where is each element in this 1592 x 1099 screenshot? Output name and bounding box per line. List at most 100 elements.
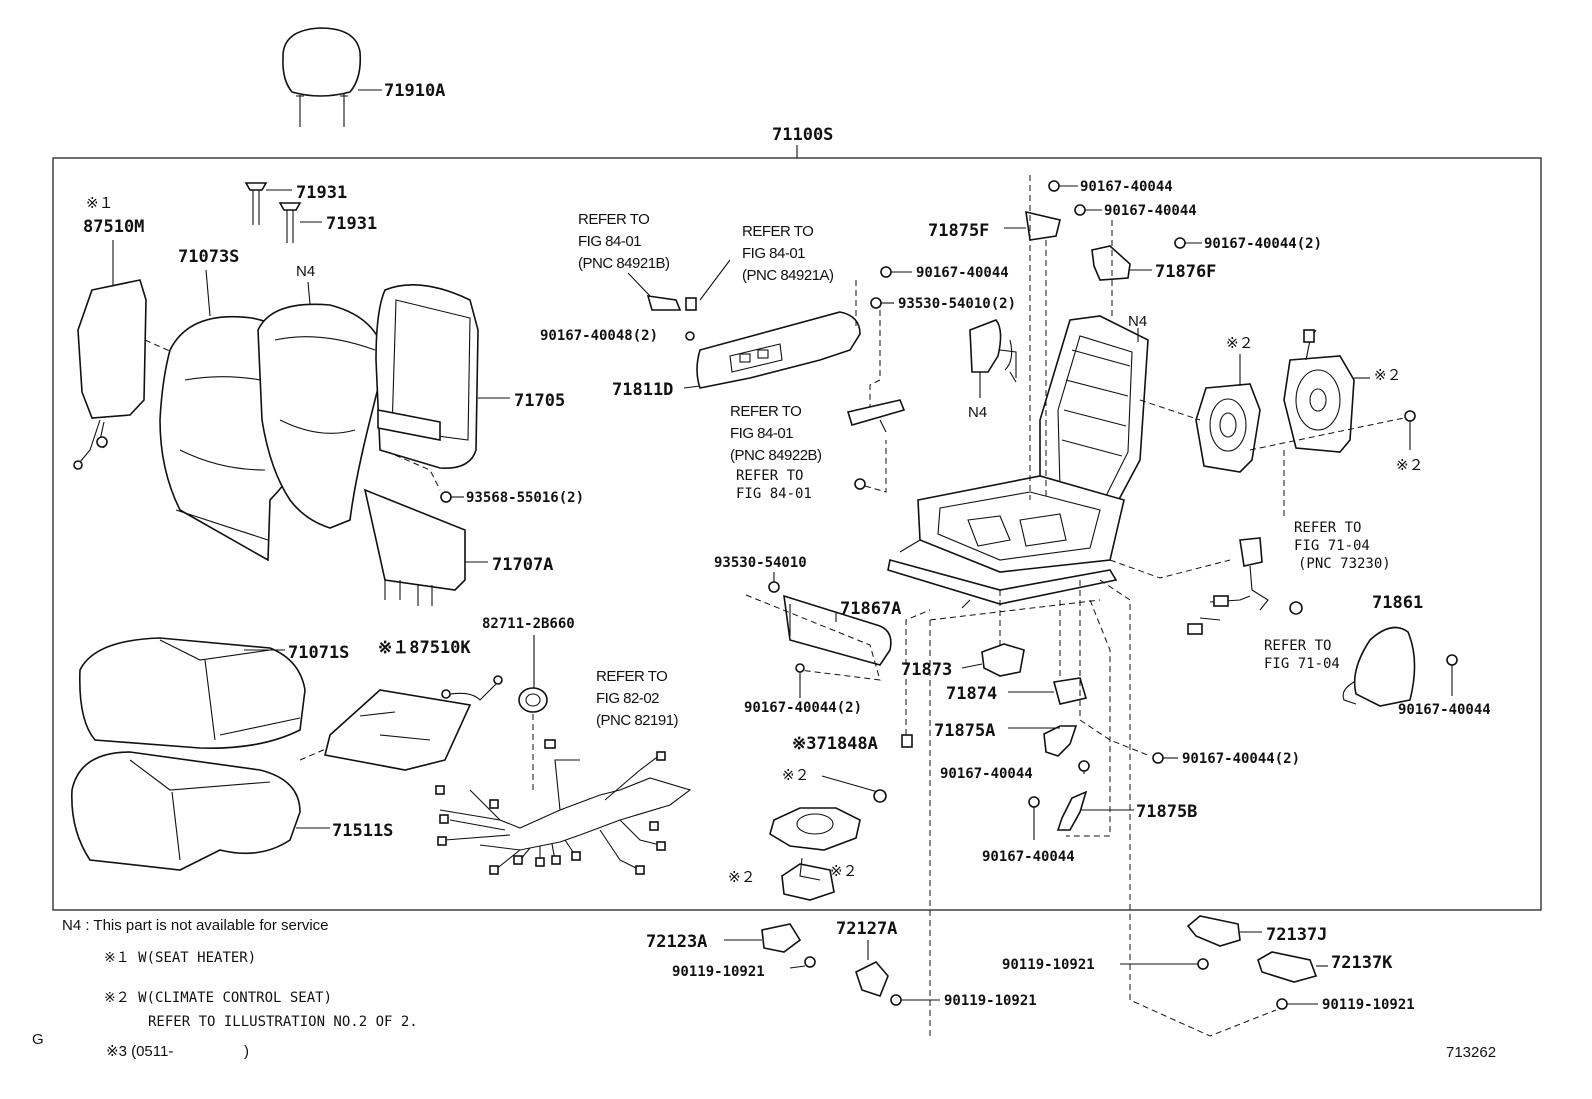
label-screw-93530[interactable]: 93530-54010 <box>714 555 807 571</box>
heater-cushion-drawing <box>324 675 503 771</box>
label-heater-cushion[interactable]: ※１87510K <box>378 638 471 658</box>
label-heater-back[interactable]: 87510M <box>83 217 144 237</box>
label-cover-71875b[interactable]: 71875B <box>1136 802 1197 822</box>
label-screw-93530-2[interactable]: 93530-54010(2) <box>898 296 1016 312</box>
svg-text:FIG 84-01: FIG 84-01 <box>730 425 793 442</box>
label-screw-top-1[interactable]: 90167-40044 <box>1080 179 1173 195</box>
ref-fig7104-pnc[interactable]: REFER TO FIG 71-04 (PNC 73230) <box>1294 520 1391 572</box>
heater-back-drawing <box>73 279 147 470</box>
label-screw-bottom[interactable]: 90167-40044 <box>982 849 1075 865</box>
cushion-pad-drawing <box>71 751 301 871</box>
seat-frame-drawing <box>887 315 1149 609</box>
label-mark2-blower-2[interactable]: ※２ <box>1374 367 1402 384</box>
ref-fig8202[interactable]: REFER TO FIG 82-02 (PNC 82191) <box>596 668 679 729</box>
note-1: ※１ W(SEAT HEATER) <box>104 950 256 966</box>
svg-text:(PNC 73230): (PNC 73230) <box>1298 556 1391 572</box>
note-3-prefix: ※3 (0511- <box>106 1043 173 1060</box>
wire-harness-drawing <box>435 739 692 875</box>
label-assembly[interactable]: 71100S <box>772 125 833 145</box>
sensor-drawing <box>518 687 548 713</box>
svg-text:REFER TO: REFER TO <box>1294 520 1361 536</box>
label-screw-buckle[interactable]: 90167-40044 <box>1398 702 1491 718</box>
note-2-line1: ※２ W(CLIMATE CONTROL SEAT) <box>104 990 332 1006</box>
blower-1-drawing <box>1195 383 1261 473</box>
svg-text:(PNC 84922B): (PNC 84922B) <box>730 447 822 464</box>
label-cover-71873[interactable]: 71873 <box>901 660 952 680</box>
ref-fig8401-a[interactable]: REFER TO FIG 84-01 (PNC 84921A) <box>742 223 835 284</box>
label-back-pad-n4[interactable]: N4 <box>296 263 315 280</box>
svg-text:(PNC 82191): (PNC 82191) <box>596 712 679 729</box>
guide-drawings <box>244 182 302 243</box>
svg-text:REFER TO: REFER TO <box>742 223 813 240</box>
back-pad-drawing <box>257 303 386 529</box>
label-screw-top-2[interactable]: 90167-40044 <box>1104 203 1197 219</box>
svg-text:REFER TO: REFER TO <box>736 468 803 484</box>
label-cover-72123a[interactable]: 72123A <box>646 932 707 952</box>
svg-text:REFER TO: REFER TO <box>1264 638 1331 654</box>
label-frame-n4[interactable]: N4 <box>1128 313 1147 330</box>
label-mark2-screw[interactable]: ※２ <box>1396 457 1424 474</box>
label-back-board[interactable]: 71707A <box>492 555 553 575</box>
ref-fig8401-b[interactable]: REFER TO FIG 84-01 (PNC 84921B) <box>578 211 671 272</box>
label-cover-71876f[interactable]: 71876F <box>1155 262 1216 282</box>
label-clip-1[interactable]: 90119-10921 <box>672 964 765 980</box>
fan-drawing <box>769 807 861 901</box>
cover-72127a-drawing <box>855 961 889 997</box>
label-cushion-cover[interactable]: 71071S <box>288 643 349 663</box>
cover-71873-drawing <box>981 643 1025 677</box>
label-mark2-fan-top[interactable]: ※２ <box>782 767 810 784</box>
label-back-frame-board[interactable]: 71705 <box>514 391 565 411</box>
cover-71876f-drawing <box>1091 245 1131 281</box>
back-frame-board-drawing <box>375 284 479 469</box>
svg-text:(PNC 84921A): (PNC 84921A) <box>742 267 834 284</box>
label-clip-mark3[interactable]: ※371848A <box>792 734 878 754</box>
label-buckle-cover[interactable]: 71861 <box>1372 593 1423 613</box>
label-mark2-blower-1[interactable]: ※２ <box>1226 335 1254 352</box>
label-sensor[interactable]: 82711-2B660 <box>482 616 575 632</box>
front-cover-drawing <box>783 594 892 666</box>
svg-text:REFER TO: REFER TO <box>578 211 649 228</box>
label-cover-72137j[interactable]: 72137J <box>1266 925 1327 945</box>
blower-2-drawing <box>1283 329 1355 453</box>
ref-fig8401-922b[interactable]: REFER TO FIG 84-01 (PNC 84922B) <box>730 403 823 464</box>
label-heater-mark[interactable]: ※１ <box>86 195 114 212</box>
label-screw-90167-2-lower[interactable]: 90167-40044(2) <box>744 700 862 716</box>
label-clip-2[interactable]: 90119-10921 <box>944 993 1037 1009</box>
label-headrest[interactable]: 71910A <box>384 81 445 101</box>
svg-text:FIG 71-04: FIG 71-04 <box>1264 656 1340 672</box>
label-screw-mid-2[interactable]: 90167-40044(2) <box>1182 751 1300 767</box>
label-screw-top-4[interactable]: 90167-40044 <box>916 265 1009 281</box>
label-guide-1[interactable]: 71931 <box>296 183 347 203</box>
label-guide-2[interactable]: 71931 <box>326 214 377 234</box>
label-screw-top-3[interactable]: 90167-40044(2) <box>1204 236 1322 252</box>
label-clip-4[interactable]: 90119-10921 <box>1322 997 1415 1013</box>
label-back-cover[interactable]: 71073S <box>178 247 239 267</box>
buckle-cover-drawing <box>1342 626 1416 707</box>
figure-number: 713262 <box>1446 1044 1496 1061</box>
label-cover-72137k[interactable]: 72137K <box>1331 953 1393 973</box>
label-cover-71875f[interactable]: 71875F <box>928 221 989 241</box>
corner-mark: G <box>32 1031 44 1048</box>
label-cushion-pad[interactable]: 71511S <box>332 821 393 841</box>
label-cover-72127a[interactable]: 72127A <box>836 919 897 939</box>
svg-text:FIG 84-01: FIG 84-01 <box>742 245 805 262</box>
label-screw-90167-48[interactable]: 90167-40048(2) <box>540 328 658 344</box>
label-screw-93568[interactable]: 93568-55016(2) <box>466 490 584 506</box>
label-side-n4[interactable]: N4 <box>968 404 987 421</box>
label-cover-71875a[interactable]: 71875A <box>934 721 995 741</box>
label-mark2-fan-left[interactable]: ※２ <box>728 869 756 886</box>
label-shield[interactable]: 71811D <box>612 380 673 400</box>
back-board-drawing <box>363 488 466 606</box>
label-clip-3[interactable]: 90119-10921 <box>1002 957 1095 973</box>
label-mark2-fan-right[interactable]: ※２ <box>830 863 858 880</box>
svg-text:REFER TO: REFER TO <box>596 668 667 685</box>
ref-fig7104[interactable]: REFER TO FIG 71-04 <box>1264 638 1340 672</box>
label-screw-mid-1[interactable]: 90167-40044 <box>940 766 1033 782</box>
svg-text:FIG 82-02: FIG 82-02 <box>596 690 659 707</box>
label-cover-71874[interactable]: 71874 <box>946 684 997 704</box>
ref-fig8401-plain[interactable]: REFER TO FIG 84-01 <box>736 468 812 502</box>
buckle-drawing <box>1187 537 1269 635</box>
label-front-cover[interactable]: 71867A <box>840 599 901 619</box>
svg-text:REFER TO: REFER TO <box>730 403 801 420</box>
